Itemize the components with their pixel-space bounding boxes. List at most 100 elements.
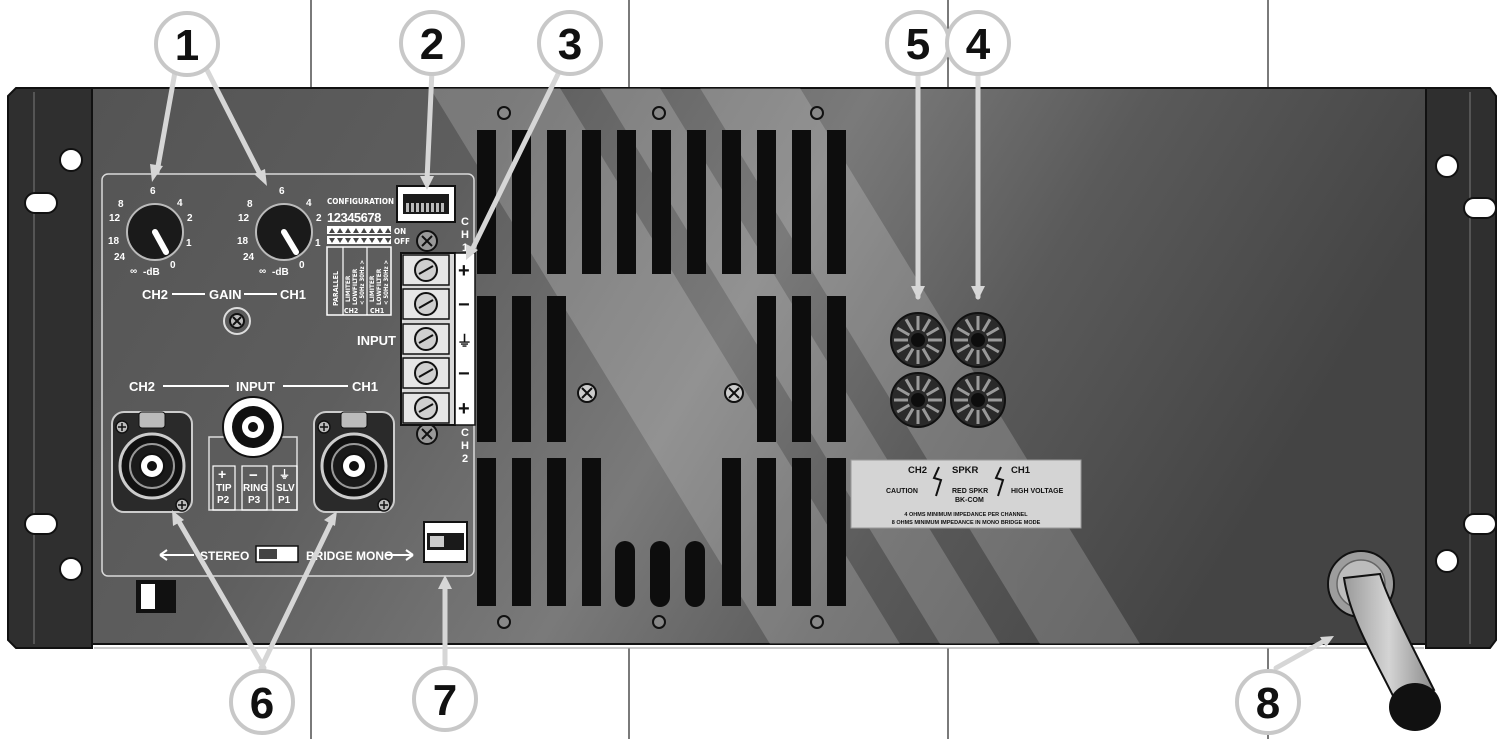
config-ch1-label: CH1 — [370, 307, 384, 315]
vent-slot — [547, 458, 566, 606]
label-bk-com: BK-COM — [955, 497, 984, 504]
terminal-screw[interactable] — [402, 323, 450, 355]
label-ch2: CH2 — [908, 465, 927, 476]
terminal-sign: − — [458, 294, 470, 316]
vent-slot — [617, 130, 636, 274]
vent-slot — [547, 296, 566, 442]
power-switch[interactable] — [136, 580, 176, 613]
ventilation-slots — [477, 130, 846, 607]
callout-6: 6 — [229, 669, 295, 735]
input-label: INPUT — [236, 379, 275, 394]
binding-post[interactable] — [890, 312, 946, 368]
terminal-sign: + — [458, 398, 470, 420]
label-impedance-channel: 4 OHMS MINIMUM IMPEDANCE PER CHANNEL — [904, 512, 1028, 518]
gain-knob-ch2[interactable] — [126, 203, 184, 261]
callout-2: 2 — [399, 10, 465, 76]
bridge-mono-label: BRIDGE MONO — [306, 549, 393, 563]
binding-post[interactable] — [890, 372, 946, 428]
terminal-ch1-c: C — [461, 216, 469, 228]
scale-label: 4 — [306, 198, 312, 209]
vent-slot — [792, 130, 811, 274]
terminal-input-label: INPUT — [357, 333, 396, 348]
config-lowfilter-label: LOWFILTER — [351, 268, 359, 305]
terminal-ch2-c: C — [461, 427, 469, 439]
input-ch2-label: CH2 — [129, 379, 155, 394]
power-cord — [1327, 550, 1441, 731]
stereo-label: STEREO — [200, 549, 249, 563]
callout-number: 5 — [906, 20, 930, 69]
vent-slot — [827, 296, 846, 442]
scale-label: 18 — [237, 236, 249, 247]
mode-selector-legend: STEREO BRIDGE MONO — [159, 549, 414, 563]
callout-7: 7 — [412, 666, 478, 732]
vent-slot — [827, 130, 846, 274]
gain-title: CH2 GAIN CH1 — [142, 287, 306, 302]
callout-number: 3 — [558, 20, 582, 69]
callout-number: 2 — [420, 20, 444, 69]
config-on-label: ON — [394, 227, 406, 236]
callout-number: 1 — [175, 21, 199, 70]
vent-slot — [722, 458, 741, 606]
vent-slot — [582, 130, 601, 274]
terminal-screw[interactable] — [402, 288, 450, 320]
rack-slot — [1463, 197, 1497, 219]
callout-number: 8 — [1256, 679, 1280, 728]
vent-slot — [722, 130, 741, 274]
binding-post[interactable] — [950, 312, 1006, 368]
terminal-labels: C H 1 C H 2 INPUT — [357, 216, 469, 465]
gain-scale: 6 4 2 1 0 8 12 18 24 ∞ -dB 6 4 2 1 0 8 1… — [108, 186, 322, 278]
vent-slot — [792, 458, 811, 606]
vent-slot — [827, 458, 846, 606]
rack-slot — [24, 513, 58, 535]
label-spkr: SPKR — [952, 465, 979, 476]
xlr-combo-jack-ch2[interactable] — [111, 411, 193, 513]
vent-slot — [477, 296, 496, 442]
slv-pin-label: P1 — [278, 495, 291, 506]
vent-slot — [547, 130, 566, 274]
scale-label: 1 — [315, 238, 321, 249]
vent-screws — [497, 106, 824, 629]
vent-slot — [685, 541, 705, 607]
vent-slot — [582, 458, 601, 606]
vent-slot — [757, 458, 776, 606]
vent-slot — [512, 130, 531, 274]
terminal-sign: ⏚ — [457, 333, 472, 350]
stereo-bridge-mode-switch[interactable] — [423, 521, 468, 563]
callout-1: 1 — [154, 11, 220, 77]
configuration-numbers: 12345678 — [327, 210, 381, 225]
rack-hole — [59, 148, 83, 172]
scale-label: ∞ — [259, 266, 266, 277]
input-title: CH2 INPUT CH1 — [129, 379, 378, 394]
callout-number: 4 — [966, 20, 991, 69]
vent-slot — [615, 541, 635, 607]
speaker-binding-posts[interactable] — [890, 312, 1006, 428]
ring-label: RING — [243, 483, 268, 494]
terminal-screw[interactable] — [402, 392, 450, 424]
scale-label: 2 — [316, 213, 322, 224]
vent-slot — [512, 296, 531, 442]
vent-slot — [757, 296, 776, 442]
scale-label: 8 — [118, 199, 124, 210]
terminal-screw[interactable] — [402, 254, 450, 286]
gain-ch1-label: CH1 — [280, 287, 306, 302]
xlr-combo-jack-ch1[interactable] — [313, 411, 395, 513]
terminal-ch1-h: H — [461, 229, 469, 241]
binding-post[interactable] — [950, 372, 1006, 428]
rack-ear-left — [7, 87, 93, 649]
speaker-label-plate: CH2 SPKR CH1 CAUTION RED SPKR BK-COM HIG… — [850, 459, 1082, 529]
label-ch1: CH1 — [1011, 465, 1031, 476]
gain-knob-ch1[interactable] — [255, 203, 313, 261]
vent-slot — [652, 130, 671, 274]
scale-label: ∞ — [130, 266, 137, 277]
scale-label: 2 — [187, 213, 193, 224]
terminal-screw[interactable] — [402, 357, 450, 389]
label-caution: CAUTION — [886, 488, 918, 495]
configuration-dip-switch[interactable] — [396, 185, 456, 223]
label-red-spkr: RED SPKR — [952, 488, 988, 495]
callout-arrowheads — [150, 164, 1334, 647]
terminal-sign: − — [458, 363, 470, 385]
ring-minus-sign: − — [249, 467, 258, 484]
scale-label: 24 — [243, 252, 255, 263]
trs-jack[interactable] — [208, 396, 298, 511]
